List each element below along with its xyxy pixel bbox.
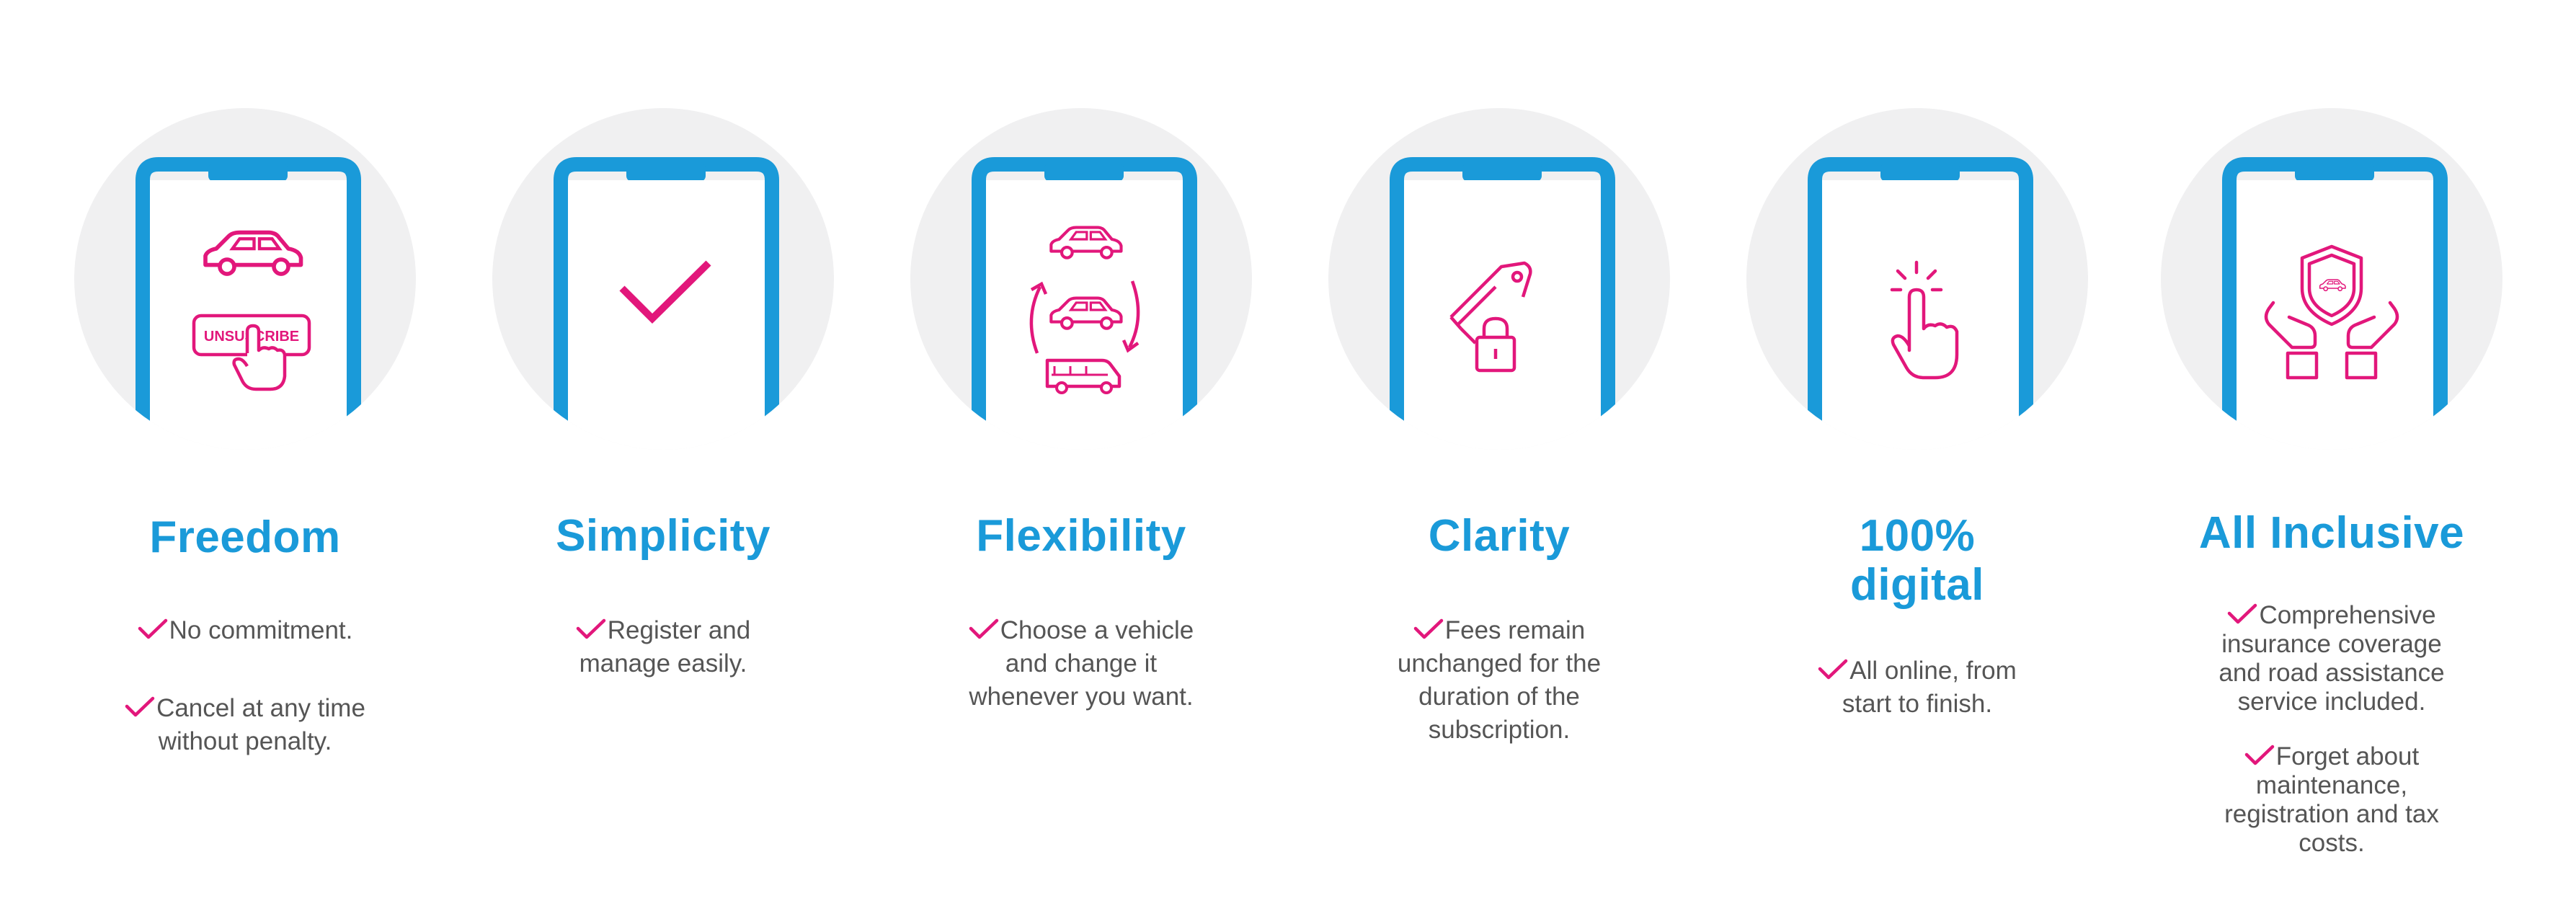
- phone-icon: UNSUSCRIBE: [74, 108, 416, 450]
- price-tag-lock-icon: [1449, 261, 1532, 373]
- simplicity-illustration: [492, 108, 834, 450]
- feature-title: Flexibility: [976, 511, 1186, 561]
- check-icon: [2227, 603, 2257, 625]
- car-unsubscribe-icon: UNSUSCRIBE: [192, 233, 311, 391]
- feature-clarity: Clarity Fees remain unchanged for the du…: [1297, 0, 1701, 924]
- phone-icon: [492, 108, 834, 450]
- feature-bullet: No commitment.: [43, 614, 447, 647]
- checkmark-icon: [619, 260, 711, 324]
- feature-digital: 100% digital All online, from start to f…: [1715, 0, 2119, 924]
- check-icon: [2244, 745, 2275, 766]
- feature-freedom: UNSUSCRIBE Freedom No commitment. Cancel…: [43, 0, 447, 924]
- check-icon: [1413, 618, 1444, 640]
- phone-icon: [1746, 108, 2088, 450]
- clarity-illustration: [1328, 108, 1670, 450]
- feature-bullet: Forget about maintenance, registration a…: [2224, 742, 2439, 857]
- feature-title: 100% digital: [1849, 511, 1985, 610]
- phone-icon: [910, 108, 1252, 450]
- check-icon: [125, 696, 155, 718]
- feature-flexibility: Flexibility Choose a vehicle and change …: [879, 0, 1283, 924]
- insurance-hands-shield-icon: [2264, 244, 2399, 380]
- check-icon: [138, 618, 168, 640]
- vehicle-swap-icon: [1029, 228, 1140, 394]
- feature-bullet: Choose a vehicle and change it whenever …: [969, 616, 1194, 711]
- feature-title: Clarity: [1428, 511, 1571, 561]
- all-inclusive-illustration: [2161, 108, 2502, 450]
- feature-bullet: All online, from start to finish.: [1715, 654, 2119, 721]
- feature-bullet: Cancel at any time without penalty.: [43, 692, 447, 758]
- tap-hand-icon: [1890, 260, 1959, 380]
- feature-all-inclusive: All Inclusive Comprehensive insurance co…: [2130, 0, 2533, 924]
- check-icon: [1818, 659, 1848, 680]
- flexibility-illustration: [910, 108, 1252, 450]
- feature-simplicity: Simplicity Register and manage easily.: [461, 0, 865, 924]
- phone-icon: [2161, 108, 2502, 450]
- check-icon: [969, 618, 999, 640]
- digital-illustration: [1746, 108, 2088, 450]
- phone-icon: [1328, 108, 1670, 450]
- freedom-illustration: UNSUSCRIBE: [74, 108, 416, 450]
- feature-title: Simplicity: [556, 511, 770, 561]
- feature-bullet: Comprehensive insurance coverage and roa…: [2219, 601, 2445, 716]
- check-icon: [576, 618, 606, 640]
- feature-bullet: Fees remain unchanged for the duration o…: [1397, 616, 1602, 744]
- feature-bullet: Register and manage easily.: [461, 614, 865, 680]
- feature-title: Freedom: [149, 512, 341, 562]
- feature-title: All Inclusive: [2198, 508, 2465, 558]
